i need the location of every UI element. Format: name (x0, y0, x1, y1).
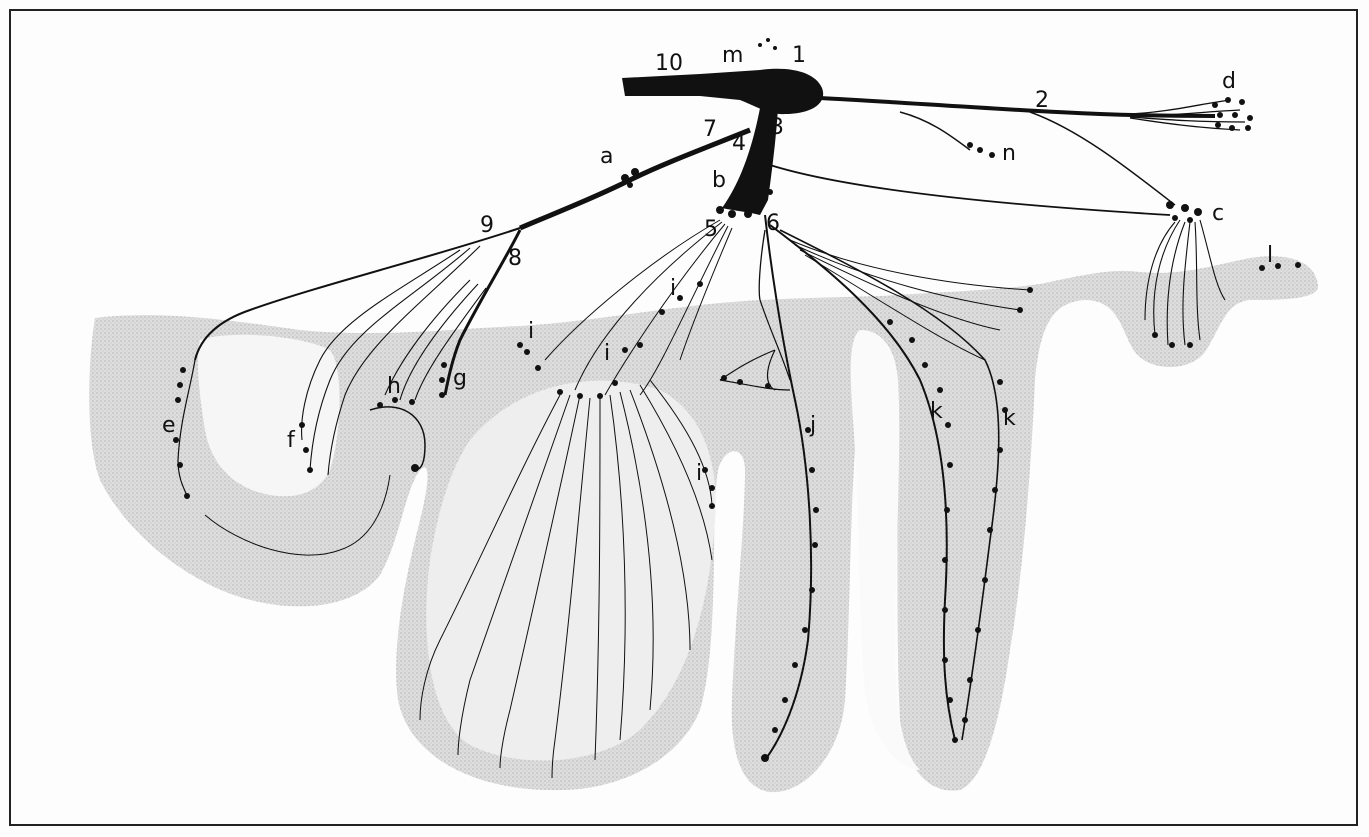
branch-c-upper (1030, 112, 1175, 205)
branch-j-stem (759, 230, 765, 300)
label-4: 4 (732, 131, 746, 156)
label-10: 10 (655, 51, 683, 76)
label-2: 2 (1035, 88, 1049, 113)
label-7: 7 (703, 117, 717, 142)
label-j: j (809, 413, 816, 438)
label-e: e (162, 413, 176, 438)
label-9: 9 (480, 213, 494, 238)
label-k-2: k (1003, 406, 1016, 431)
branch-2 (820, 98, 1215, 116)
label-1: 1 (792, 43, 806, 68)
label-k-1: k (930, 399, 943, 424)
label-n: n (1002, 141, 1016, 166)
trunk-main (622, 69, 823, 114)
label-h: h (387, 374, 401, 399)
label-b: b (712, 168, 726, 193)
branch-n (900, 112, 970, 150)
label-8: 8 (508, 246, 522, 271)
label-m: m (722, 43, 743, 68)
label-5: 5 (704, 217, 718, 242)
tissue-regions (89, 256, 1318, 792)
label-c: c (1212, 201, 1224, 226)
branch-c-long (770, 165, 1170, 215)
label-i-2: i (604, 341, 610, 366)
label-f: f (287, 428, 296, 453)
label-6: 6 (766, 211, 780, 236)
label-l: l (1267, 243, 1273, 268)
label-g: g (453, 366, 467, 391)
label-i-3: i (670, 276, 676, 301)
label-i-4: i (696, 461, 702, 486)
label-d: d (1222, 69, 1236, 94)
label-3: 3 (770, 115, 784, 140)
label-a: a (600, 144, 613, 169)
label-i-1: i (528, 319, 534, 344)
